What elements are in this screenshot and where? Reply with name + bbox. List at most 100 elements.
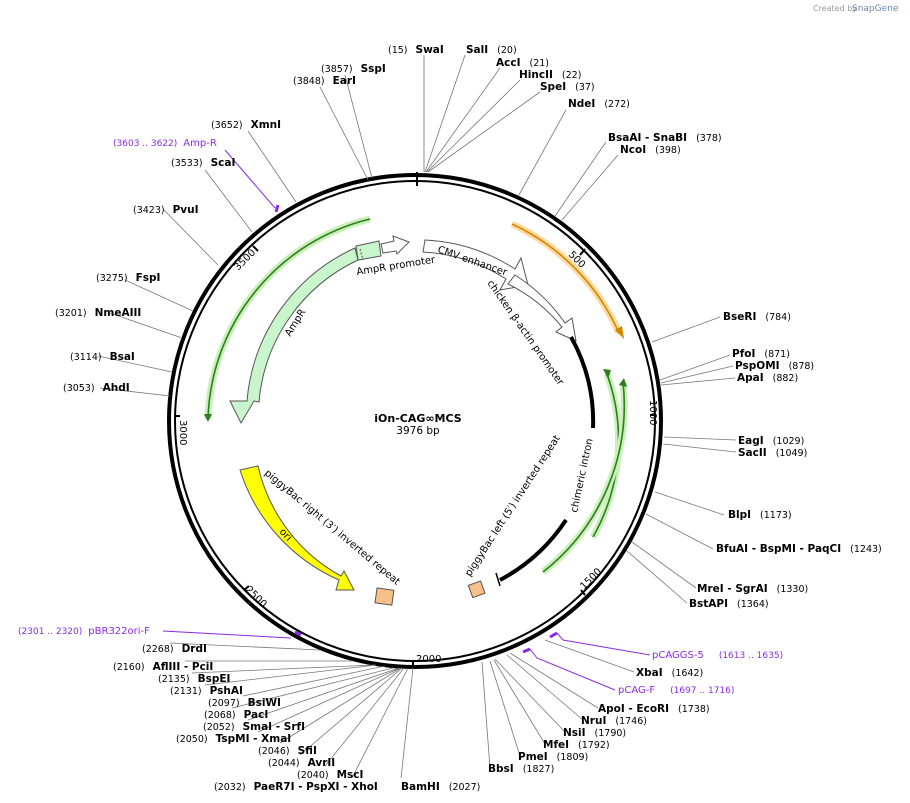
primer-marks (274, 204, 558, 654)
connector-pbr322 (162, 630, 292, 639)
site-position: (2032) (214, 782, 246, 793)
site-label: (15)SwaI (388, 44, 444, 56)
connector-bseri (651, 316, 721, 343)
site-name: BsiWI (248, 697, 281, 709)
site-position: (1792) (578, 740, 610, 751)
piggybac-left-end (495, 572, 501, 587)
site-name: PfoI (732, 348, 755, 360)
site-label: SpeI(37) (540, 81, 595, 93)
connector-bsai (97, 355, 173, 373)
site-name: NsiI (563, 727, 586, 739)
site-name: ApoI - EcoRI (598, 703, 669, 715)
connector-nrui (506, 654, 584, 721)
site-name: MreI - SgrAI (697, 583, 768, 595)
site-position: (2052) (203, 722, 235, 733)
connector-blpi (654, 491, 725, 516)
connector-spei (427, 91, 541, 173)
plasmid-length: 3976 bp (396, 425, 440, 437)
ampr-promoter-arrow (380, 235, 410, 255)
site-label: SacII(1049) (738, 447, 807, 459)
connector-xbai (544, 639, 635, 673)
site-label: AccI(21) (496, 57, 549, 69)
primer-name: Amp-R (183, 138, 217, 149)
site-position: (2131) (170, 686, 202, 697)
connector-drdi (169, 642, 321, 651)
primer-name: pBR322ori-F (88, 626, 150, 637)
ampr-arrow (229, 247, 359, 425)
piggybac-left-box (467, 580, 486, 599)
green-left-line (207, 218, 371, 420)
site-label: (3423) PvuI (133, 204, 199, 216)
connector-sspi (344, 74, 373, 179)
primer-label: (3603 .. 3622)Amp-R (113, 138, 217, 149)
connector-bsiwi (242, 665, 386, 697)
site-name: SwaI (416, 44, 444, 56)
chimeric-intron-arc (569, 336, 596, 429)
site-position: (1746) (615, 716, 647, 727)
site-position: (2068) (204, 710, 236, 721)
site-position: (1809) (557, 752, 589, 763)
site-position: (1364) (737, 599, 769, 610)
connector-hincii (426, 79, 521, 173)
site-label: (2268)DrdI (142, 643, 207, 655)
tick-mark (580, 589, 586, 596)
site-name: AflIII - PciI (153, 661, 214, 673)
site-label: BfuAI - BspMI - PaqCI(1243) (716, 543, 882, 555)
site-label: NruI (1746) (581, 715, 647, 727)
ampr-promoter-box (355, 240, 382, 261)
cba-promoter-label: chicken β-actin promoter (485, 278, 566, 388)
site-label: (3848)EarI (293, 75, 356, 87)
site-label: BlpI(1173) (728, 509, 792, 521)
site-name: NruI (581, 715, 606, 727)
site-label: MfeI(1792) (543, 739, 610, 751)
backbone-outer (167, 173, 663, 669)
site-label: (3652)XmnI (211, 119, 281, 131)
site-position: (1029) (773, 436, 805, 447)
site-position: (1827) (523, 764, 555, 775)
site-position: (2160) (113, 662, 145, 673)
site-name: PvuI (173, 204, 199, 216)
piggybac-left-arc (499, 518, 568, 582)
connector-nsii (494, 658, 566, 733)
ori-arrow (239, 465, 355, 591)
site-labels: (15)SwaI SalI(20)AccI(21)HincII(22)SpeI(3… (55, 44, 882, 793)
primer-connectors (162, 149, 651, 691)
tick-mark (243, 585, 250, 591)
connector-bspei (191, 664, 375, 674)
connector-xmai (257, 667, 401, 733)
site-name: SalI (466, 44, 488, 56)
site-position: (1642) (672, 668, 704, 679)
site-position: (2050) (176, 734, 208, 745)
connector-paci (231, 667, 394, 709)
site-name: PspOMI (735, 360, 780, 372)
site-position: (3201) (55, 308, 87, 319)
site-position: (3275) (96, 273, 128, 284)
site-name: BstAPI (689, 598, 728, 610)
site-label: (3275) FspI (96, 272, 160, 284)
connector-srei (631, 541, 697, 589)
site-label: (2050) TspMI - XmaI (176, 733, 291, 745)
site-position: (3533) (171, 158, 203, 169)
site-position: (3423) (133, 205, 165, 216)
tick-mark (252, 245, 259, 252)
plasmid-name: iOn-CAG∞MCS (374, 412, 462, 425)
site-label: (2097)BsiWI (208, 697, 281, 709)
connector-bamhi (400, 667, 414, 779)
credit-prefix: Created by (813, 4, 857, 13)
primer-mark-pcaggs5 (549, 631, 558, 639)
tick-label-1500: 1500 (578, 566, 604, 592)
site-label: MreI - SgrAI(1330) (697, 583, 808, 595)
site-label: SalI(20) (466, 44, 517, 56)
site-position: (2135) (158, 674, 190, 685)
site-position: (2268) (142, 644, 174, 655)
site-name: FspI (136, 272, 161, 284)
connector-avrii (299, 667, 403, 756)
primer-label: (2301 .. 2320)pBR322ori-F (18, 626, 150, 637)
primer-name: pCAG-F (618, 685, 655, 696)
connector-xhoi (351, 667, 409, 779)
site-position: (2046) (258, 746, 290, 757)
site-name: BfuAI - BspMI - PaqCI (716, 543, 841, 555)
site-label: HincII(22) (519, 69, 581, 81)
connector-nmeaiii (109, 312, 183, 339)
site-name: TspMI - XmaI (216, 733, 292, 745)
